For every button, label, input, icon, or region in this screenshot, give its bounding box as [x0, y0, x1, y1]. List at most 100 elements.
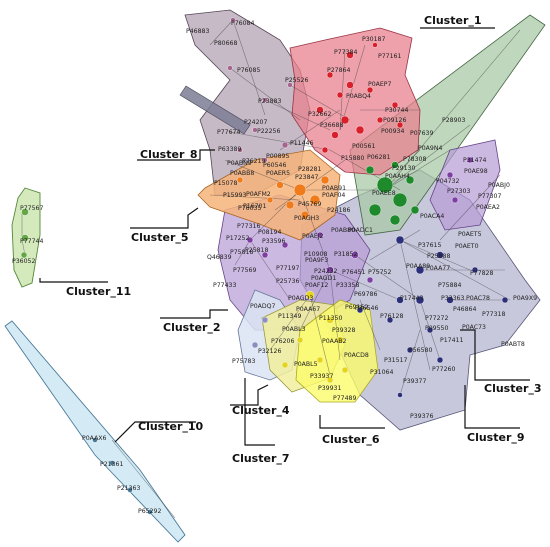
node [365, 165, 375, 175]
cluster-10-hull [4, 320, 186, 543]
protein-label: P28903 [442, 117, 465, 124]
node [366, 276, 374, 284]
protein-label: P77828 [470, 270, 493, 277]
node [351, 251, 359, 259]
node [436, 356, 444, 364]
protein-labels: P76084 P46883 P80668 P76085 P23883 P2552… [12, 20, 537, 515]
node [436, 251, 444, 259]
protein-label: P77260 [432, 366, 455, 373]
protein-label: P80668 [214, 40, 237, 47]
protein-label: P69152 [345, 304, 368, 311]
protein-label: P17411 [440, 337, 463, 344]
node [262, 97, 268, 103]
protein-label: P0AEA2 [476, 204, 500, 211]
protein-label: P0ADC1 [348, 227, 373, 234]
protein-label: P33937 [310, 373, 333, 380]
protein-label: P08194 [258, 229, 281, 236]
node [246, 236, 254, 244]
node [376, 116, 384, 124]
node [331, 131, 339, 139]
node [405, 175, 415, 185]
node [426, 326, 434, 334]
protein-label: P39377 [403, 378, 426, 385]
protein-label: P21363 [117, 485, 140, 492]
node [340, 115, 350, 125]
node [326, 316, 334, 324]
protein-label: P27864 [327, 67, 350, 74]
protein-label: P75752 [368, 269, 391, 276]
protein-label: P27303 [447, 188, 470, 195]
node [266, 196, 274, 204]
protein-label: P63389 [218, 146, 241, 153]
protein-label: P77316 [237, 223, 260, 230]
protein-label: P24207 [244, 119, 267, 126]
protein-label: P75818 [230, 249, 253, 256]
protein-label: P0ABT8 [501, 341, 525, 348]
protein-label: P00934 [381, 128, 404, 135]
protein-label: P0AEE8 [372, 190, 396, 197]
protein-label: P0ACD8 [344, 352, 369, 359]
protein-label: P39931 [318, 385, 341, 392]
protein-label: P0A9N4 [418, 145, 442, 152]
protein-label: P77272 [425, 315, 448, 322]
protein-label: P77744 [20, 238, 43, 245]
node [336, 336, 344, 344]
protein-label: P76035 [238, 205, 261, 212]
protein-label: P77489 [333, 395, 356, 402]
protein-label: P15880 [341, 155, 364, 162]
protein-label: P77318 [482, 311, 505, 318]
protein-label: P0AA77 [426, 265, 450, 272]
protein-label: P25526 [285, 77, 308, 84]
protein-label: P0AF04 [322, 192, 345, 199]
cluster-6-hull [295, 299, 379, 403]
protein-label: P0AA67 [296, 306, 320, 313]
node [287, 82, 293, 88]
node [20, 251, 28, 259]
protein-label: P31852 [334, 251, 357, 258]
protein-label: P33358 [336, 282, 359, 289]
node [386, 316, 394, 324]
protein-label: P0AEP7 [368, 81, 392, 88]
node [281, 361, 289, 369]
protein-label: P21361 [100, 461, 123, 468]
cluster-9-label: Cluster_9 [467, 431, 525, 444]
protein-label: P11446 [290, 140, 313, 147]
node [336, 91, 344, 99]
node [372, 42, 378, 48]
node [501, 296, 509, 304]
node [276, 181, 284, 189]
protein-label: P77161 [378, 53, 401, 60]
node-layer [20, 17, 509, 515]
node [262, 157, 268, 163]
cluster-8-arm [179, 85, 251, 135]
protein-label: P36546 [355, 305, 378, 312]
node [127, 487, 133, 493]
node [285, 200, 295, 210]
node [466, 156, 474, 164]
protein-label: P36052 [12, 258, 35, 265]
protein-label: P0ABN9 [227, 160, 252, 167]
protein-label: P0A9F3 [305, 257, 328, 264]
protein-label: P0AEJ2 [302, 233, 324, 240]
node [281, 141, 289, 149]
protein-label: P29130 [392, 165, 415, 172]
node [230, 17, 236, 23]
protein-label: P0ABQ4 [346, 93, 371, 100]
protein-label: P25888 [427, 253, 450, 260]
cluster-5-label: Cluster_5 [131, 231, 189, 244]
protein-label: P39376 [410, 413, 433, 420]
protein-label: P17443 [400, 295, 423, 302]
protein-label: P76219 [242, 158, 265, 165]
node [261, 251, 269, 259]
node [252, 127, 258, 133]
node [355, 125, 365, 135]
protein-label: P0AAH4 [385, 173, 410, 180]
node [389, 214, 401, 226]
protein-label: P77307 [478, 193, 501, 200]
protein-label: P39328 [332, 327, 355, 334]
node [346, 51, 354, 59]
protein-label: P77567 [20, 205, 43, 212]
protein-label: P37615 [418, 242, 441, 249]
node [261, 316, 269, 324]
protein-label: P15078 [214, 180, 237, 187]
